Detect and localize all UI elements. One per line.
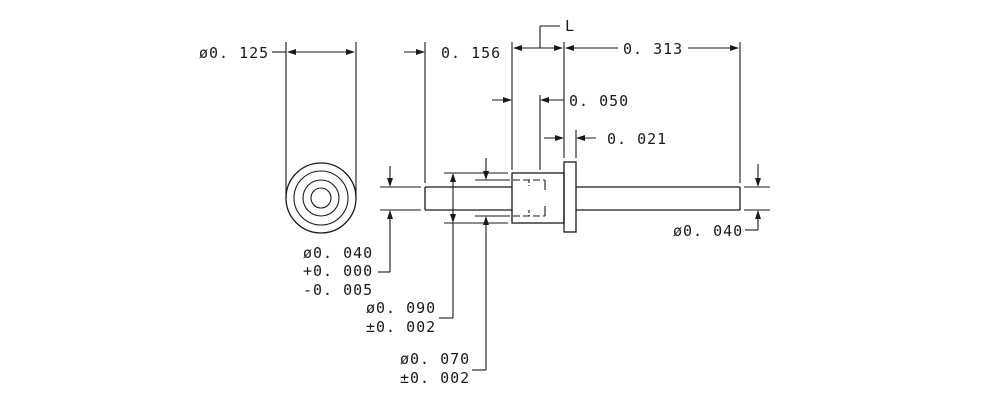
right-diameter-dimension xyxy=(744,164,770,231)
top-dimensions xyxy=(404,25,741,183)
left-length-label: 0. 156 xyxy=(441,44,501,62)
collar-diameter-tol: ±0. 002 xyxy=(366,318,436,336)
left-diameter-label: ø0. 040 xyxy=(303,244,373,262)
collar-diameter-label: ø0. 090 xyxy=(366,299,436,317)
end-view xyxy=(272,42,357,234)
label-L: L xyxy=(565,17,575,35)
collar-diameter-dimension xyxy=(439,172,508,319)
flange-diameter-label: ø0. 125 xyxy=(199,44,269,62)
left-diameter-dimension xyxy=(378,166,421,273)
collar-length-label: 0. 050 xyxy=(569,92,629,110)
right-length-label: 0. 313 xyxy=(623,40,683,58)
hole-diameter-dimension xyxy=(472,158,510,371)
left-diameter-tol-minus: -0. 005 xyxy=(303,281,373,299)
left-diameter-tol-plus: +0. 000 xyxy=(303,262,373,280)
side-view-part xyxy=(424,161,741,233)
hole-diameter-label: ø0. 070 xyxy=(400,350,470,368)
right-diameter-label: ø0. 040 xyxy=(673,222,743,240)
flange-thickness-label: 0. 021 xyxy=(607,130,667,148)
hole-diameter-tol: ±0. 002 xyxy=(400,369,470,387)
